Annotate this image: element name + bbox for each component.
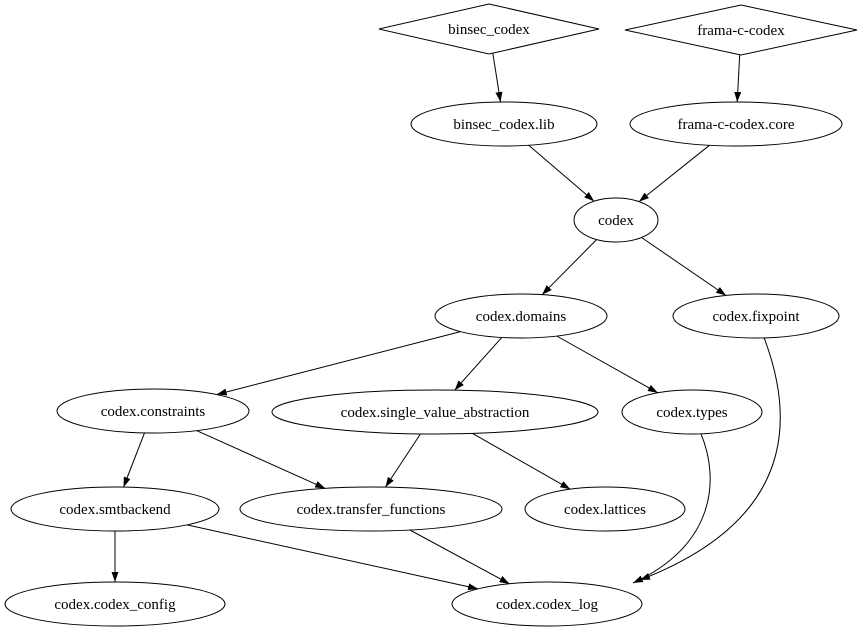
edge-codex.domains-to-codex.types	[556, 335, 659, 394]
ellipse-shape	[4, 581, 226, 627]
ellipse-shape	[239, 486, 503, 532]
node-binsec_codex.lib: binsec_codex.lib	[410, 101, 598, 147]
ellipse-shape	[10, 486, 220, 532]
node-label: binsec_codex.lib	[453, 117, 554, 133]
edge-codex.single_value_abstraction-to-codex.transfer_functions	[384, 433, 421, 488]
edge-frama-c-codex.core-to-codex	[638, 144, 710, 202]
node-codex.codex_log: codex.codex_log	[451, 581, 643, 627]
ellipse-shape	[629, 101, 843, 147]
node-label: frama-c-codex	[697, 23, 785, 39]
node-label: codex.domains	[476, 309, 567, 325]
node-label: codex.codex_config	[54, 597, 176, 613]
node-frama-c-codex: frama-c-codex	[624, 4, 858, 56]
node-codex.codex_config: codex.codex_config	[4, 581, 226, 627]
edge-binsec_codex.lib-to-codex	[528, 144, 595, 202]
node-label: codex.transfer_functions	[297, 502, 446, 518]
edges-layer	[111, 53, 781, 591]
node-frama-c-codex.core: frama-c-codex.core	[629, 101, 843, 147]
ellipse-shape	[451, 581, 643, 627]
diamond-shape	[624, 4, 858, 56]
edge-binsec_codex-to-binsec_codex.lib	[492, 53, 503, 103]
node-codex.smtbackend: codex.smtbackend	[10, 486, 220, 532]
edge-codex-to-codex.fixpoint	[641, 237, 727, 296]
edge-codex.smtbackend-to-codex.codex_log	[186, 524, 479, 591]
edge-codex.fixpoint-to-codex.codex_log	[639, 337, 781, 581]
edge-codex.single_value_abstraction-to-codex.lattices	[472, 432, 571, 490]
node-binsec_codex: binsec_codex	[378, 3, 600, 55]
edge-codex.domains-to-codex.single_value_abstraction	[454, 337, 503, 391]
edge-codex.constraints-to-codex.transfer_functions	[196, 430, 326, 489]
ellipse-shape	[672, 293, 840, 339]
node-codex: codex	[573, 197, 659, 243]
node-codex.types: codex.types	[621, 389, 763, 435]
diamond-shape	[378, 3, 600, 55]
node-codex.lattices: codex.lattices	[524, 486, 686, 532]
node-label: codex.fixpoint	[712, 309, 800, 325]
node-codex.transfer_functions: codex.transfer_functions	[239, 486, 503, 532]
node-codex.constraints: codex.constraints	[56, 388, 250, 434]
node-label: codex.constraints	[101, 404, 206, 420]
node-label: codex.smtbackend	[59, 502, 171, 518]
edge-codex.domains-to-codex.constraints	[216, 331, 461, 396]
ellipse-shape	[434, 293, 608, 339]
node-label: codex.single_value_abstraction	[341, 405, 530, 421]
node-label: codex.types	[656, 405, 727, 421]
node-label: frama-c-codex.core	[678, 117, 795, 133]
nodes-layer: binsec_codex frama-c-codex binsec_codex.li…	[4, 3, 858, 627]
ellipse-shape	[621, 389, 763, 435]
edge-codex.transfer_functions-to-codex.codex_log	[409, 529, 510, 585]
edge-codex-to-codex.domains	[541, 239, 598, 296]
ellipse-shape	[271, 389, 599, 435]
node-codex.single_value_abstraction: codex.single_value_abstraction	[271, 389, 599, 435]
edge-codex.constraints-to-codex.smtbackend	[123, 432, 145, 488]
ellipse-shape	[524, 486, 686, 532]
edge-codex.types-to-codex.codex_log	[632, 433, 711, 584]
ellipse-shape	[573, 197, 659, 243]
node-codex.fixpoint: codex.fixpoint	[672, 293, 840, 339]
node-label: codex	[598, 213, 634, 229]
ellipse-shape	[410, 101, 598, 147]
node-label: codex.codex_log	[496, 597, 599, 613]
node-label: codex.lattices	[564, 502, 646, 518]
edge-frama-c-codex-to-frama-c-codex.core	[734, 54, 742, 103]
ellipse-shape	[56, 388, 250, 434]
node-label: binsec_codex	[448, 22, 530, 38]
node-codex.domains: codex.domains	[434, 293, 608, 339]
